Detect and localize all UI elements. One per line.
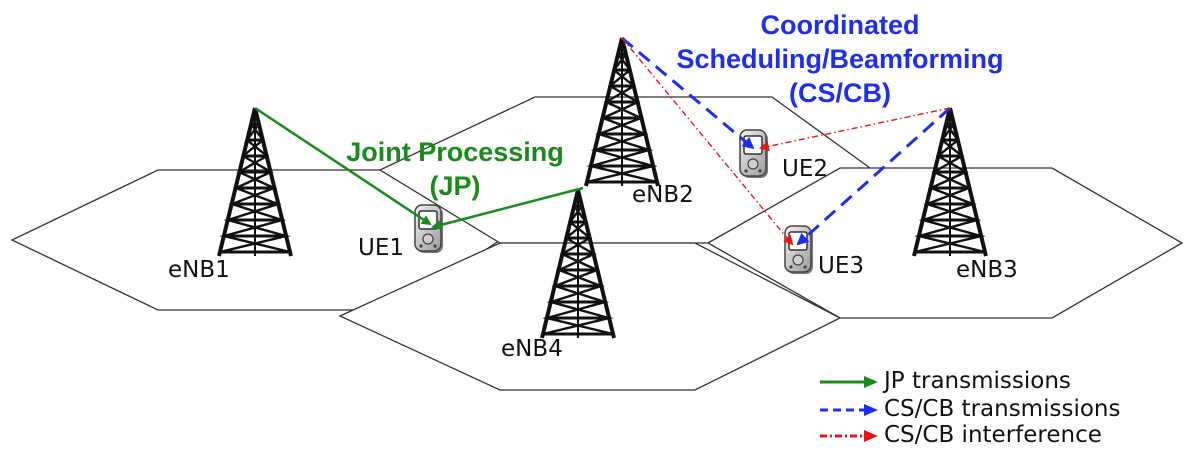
interference-enb2-ue3 bbox=[621, 37, 794, 246]
ue2-label: UE2 bbox=[782, 156, 828, 182]
jp-annotation-line-2: (JP) bbox=[429, 171, 481, 201]
legend-interference-line-icon bbox=[820, 430, 878, 442]
cscb-links bbox=[621, 36, 952, 246]
legend-jp-label: JP transmissions bbox=[884, 368, 1071, 394]
enb4-label: eNB4 bbox=[501, 336, 563, 362]
interference-links bbox=[621, 37, 951, 246]
cscb-annotation: Coordinated Scheduling/Beamforming (CS/C… bbox=[670, 8, 1010, 110]
enb3-label: eNB3 bbox=[956, 257, 1018, 283]
cscb-annotation-line-1: Coordinated bbox=[760, 10, 920, 40]
cscb-annotation-line-2: Scheduling/Beamforming bbox=[676, 44, 1004, 74]
enb1-label: eNB1 bbox=[168, 257, 230, 283]
jp-links bbox=[254, 106, 584, 230]
legend-jp-line-icon bbox=[820, 376, 878, 388]
legend-cscb-line-icon bbox=[820, 404, 878, 416]
ue2-handset bbox=[739, 129, 769, 179]
jp-annotation: Joint Processing (JP) bbox=[330, 135, 580, 203]
jp-link-enb1-ue1 bbox=[254, 106, 432, 226]
ue3-label: UE3 bbox=[818, 253, 864, 279]
cscb-link-enb2-ue2 bbox=[621, 36, 755, 150]
enb2-label: eNB2 bbox=[632, 182, 694, 208]
cscb-link-enb3-ue3 bbox=[796, 106, 952, 246]
ue1-handset bbox=[414, 204, 444, 254]
cscb-annotation-line-3: (CS/CB) bbox=[789, 78, 891, 108]
legend-interference-label: CS/CB interference bbox=[884, 422, 1102, 448]
ue1-label: UE1 bbox=[358, 235, 404, 261]
interference-enb3-ue2 bbox=[759, 107, 951, 152]
jp-annotation-line-1: Joint Processing bbox=[346, 137, 564, 167]
jp-link-enb4-ue1 bbox=[431, 186, 584, 230]
legend-cscb-label: CS/CB transmissions bbox=[884, 396, 1121, 422]
